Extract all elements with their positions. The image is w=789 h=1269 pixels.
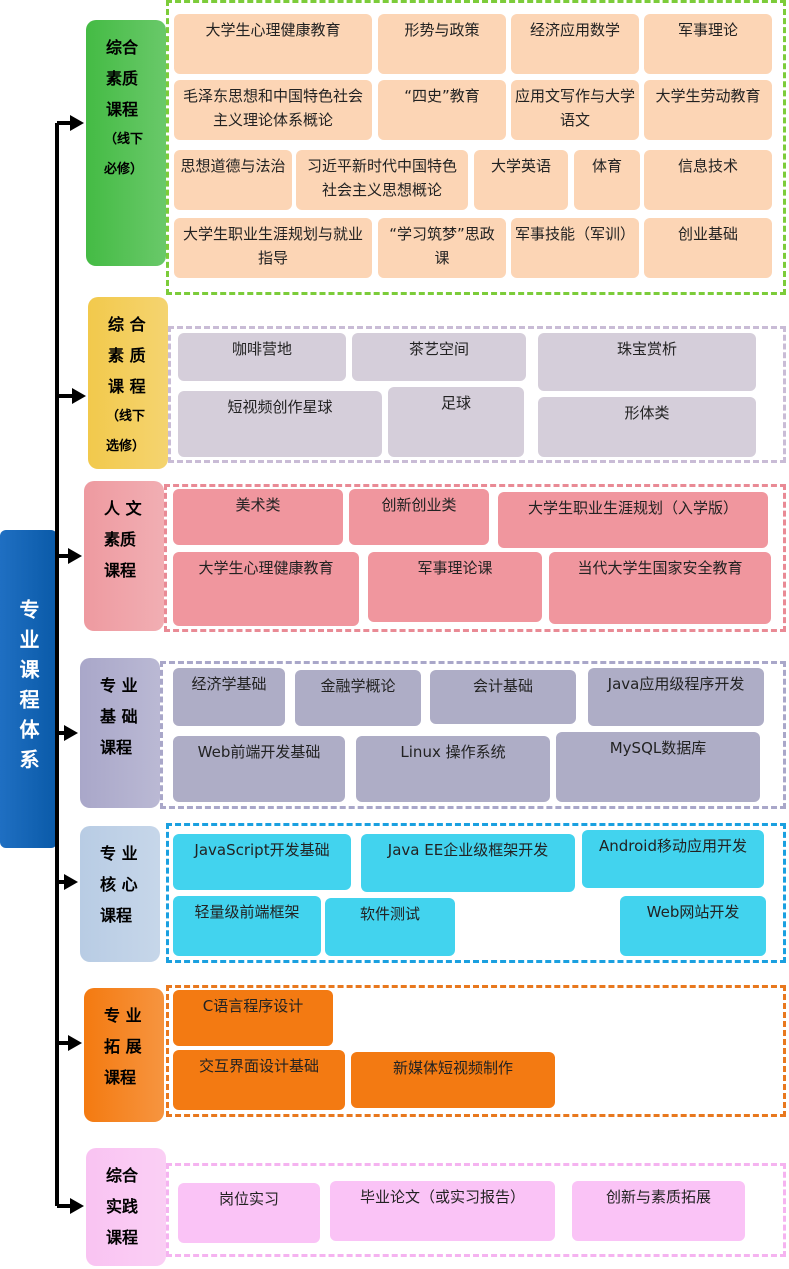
course-box: 军事理论课 [368,552,542,622]
course-group-foundation [160,661,786,809]
course-group-general-elective [168,326,786,463]
category-humanities: 人 文 素质 课程 [84,481,164,631]
category-extension: 专 业 拓 展 课程 [84,988,164,1122]
course-box: 经济学基础 [173,668,285,726]
category-note: （线下 必修） [104,132,144,177]
category-label: 综 合 素 质 课 程 [108,315,146,396]
arrow-general-elective [72,388,86,404]
course-box: “学习筑梦”思政课 [378,218,506,278]
spine-connector [55,123,59,1206]
course-box: 大学英语 [474,150,568,210]
course-group-humanities [164,484,786,632]
course-box: Web前端开发基础 [173,736,345,802]
course-box: 习近平新时代中国特色社会主义思想概论 [296,150,468,210]
arrow-general-required [70,115,84,131]
arrow-foundation [64,725,78,741]
course-box: 信息技术 [644,150,772,210]
course-box: Linux 操作系统 [356,736,550,802]
course-box: 体育 [574,150,640,210]
course-box: 大学生心理健康教育 [173,552,359,626]
category-note: （线下 选修） [106,409,146,454]
course-box: 经济应用数学 [511,14,639,74]
branch-connector-general-elective [57,394,74,398]
arrow-core [64,874,78,890]
category-label: 综合 素质 课程 [106,38,139,119]
course-box: 应用文写作与大学语文 [511,80,639,140]
course-box: 大学生劳动教育 [644,80,772,140]
course-box: “四史”教育 [378,80,506,140]
course-box: C语言程序设计 [173,990,333,1046]
course-box: 足球 [388,387,524,457]
arrow-humanities [68,548,82,564]
course-box: 大学生职业生涯规划（入学版） [498,492,768,548]
category-general-required: 综合 素质 课程 （线下 必修） [86,20,166,266]
branch-connector-humanities [57,554,70,558]
course-box: Java EE企业级框架开发 [361,834,575,892]
course-box: 创业基础 [644,218,772,278]
course-box: Web网站开发 [620,896,766,956]
course-box: 毛泽东思想和中国特色社会主义理论体系概论 [174,80,372,140]
category-label: 人 文 素质 课程 [104,499,142,580]
course-box: 短视频创作星球 [178,391,382,457]
course-box: 形体类 [538,397,756,457]
course-group-practice [166,1163,786,1257]
course-box: 军事技能（军训） [511,218,639,278]
category-label: 专 业 核 心 课程 [100,844,138,925]
branch-connector-general-required [57,121,72,125]
course-group-extension [166,985,786,1117]
root-node: 专业课程体系 [0,530,57,848]
course-box: 岗位实习 [178,1183,320,1243]
branch-connector-practice [57,1204,72,1208]
category-label: 专 业 基 础 课程 [100,676,138,757]
course-box: 轻量级前端框架 [173,896,321,956]
course-box: 咖啡营地 [178,333,346,381]
branch-connector-core [57,880,66,884]
course-box: 珠宝赏析 [538,333,756,391]
course-box: 思想道德与法治 [174,150,292,210]
course-box: 大学生心理健康教育 [174,14,372,74]
course-box: 创新与素质拓展 [572,1181,745,1241]
category-foundation: 专 业 基 础 课程 [80,658,160,808]
course-box: 交互界面设计基础 [173,1050,345,1110]
arrow-extension [68,1035,82,1051]
category-general-elective: 综 合 素 质 课 程 （线下 选修） [88,297,168,469]
course-box: 军事理论 [644,14,772,74]
course-box: 毕业论文（或实习报告） [330,1181,555,1241]
course-box: 茶艺空间 [352,333,526,381]
course-box: 创新创业类 [349,489,489,545]
course-group-general-required [166,0,786,295]
course-box: JavaScript开发基础 [173,834,351,890]
category-label: 专 业 拓 展 课程 [104,1006,142,1087]
course-box: 金融学概论 [295,670,421,726]
category-practice: 综合 实践 课程 [86,1148,166,1266]
course-box: MySQL数据库 [556,732,760,802]
category-label: 综合 实践 课程 [106,1166,139,1247]
course-box: Java应用级程序开发 [588,668,764,726]
course-box: 会计基础 [430,670,576,724]
branch-connector-foundation [57,731,66,735]
category-core: 专 业 核 心 课程 [80,826,160,962]
course-group-core [166,823,786,963]
course-box: 当代大学生国家安全教育 [549,552,771,624]
course-box: 形势与政策 [378,14,506,74]
course-box: 大学生职业生涯规划与就业指导 [174,218,372,278]
course-box: 新媒体短视频制作 [351,1052,555,1108]
course-box: 软件测试 [325,898,455,956]
course-box: 美术类 [173,489,343,545]
branch-connector-extension [57,1041,70,1045]
arrow-practice [70,1198,84,1214]
course-box: Android移动应用开发 [582,830,764,888]
